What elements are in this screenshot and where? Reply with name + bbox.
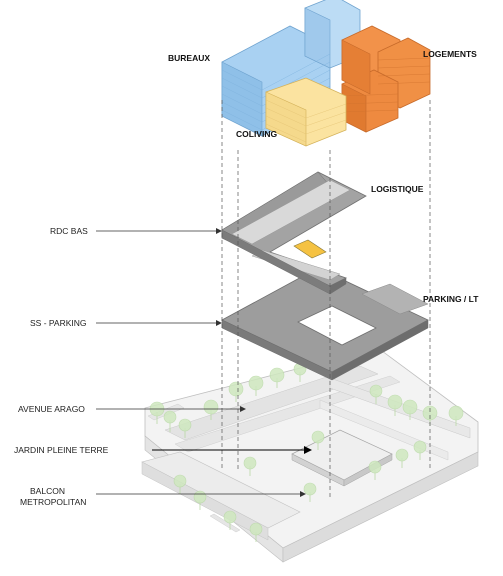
label-logements: LOGEMENTS [423, 49, 477, 59]
ss-parking-slab [221, 267, 429, 381]
label-ss-parking: SS - PARKING [30, 318, 87, 328]
label-balcon: BALCON [30, 486, 65, 496]
label-avenue-arago: AVENUE ARAGO [18, 404, 85, 414]
label-parking-lt: PARKING / LT [423, 294, 479, 304]
coliving-building [265, 77, 347, 147]
label-jardin-pleine-terre: JARDIN PLEINE TERRE [14, 445, 109, 455]
label-coliving: COLIVING [236, 129, 277, 139]
ground-site [141, 347, 479, 563]
label-bureaux: BUREAUX [168, 53, 210, 63]
label-metropolitan: METROPOLITAN [20, 497, 86, 507]
label-logistique: LOGISTIQUE [371, 184, 424, 194]
logements-building [341, 25, 431, 133]
leader-arrowheads [216, 228, 312, 497]
rdc-bas-slab [221, 171, 367, 295]
leader-lines [96, 230, 308, 495]
alignment-lines [221, 100, 431, 500]
label-rdc-bas: RDC BAS [50, 226, 88, 236]
